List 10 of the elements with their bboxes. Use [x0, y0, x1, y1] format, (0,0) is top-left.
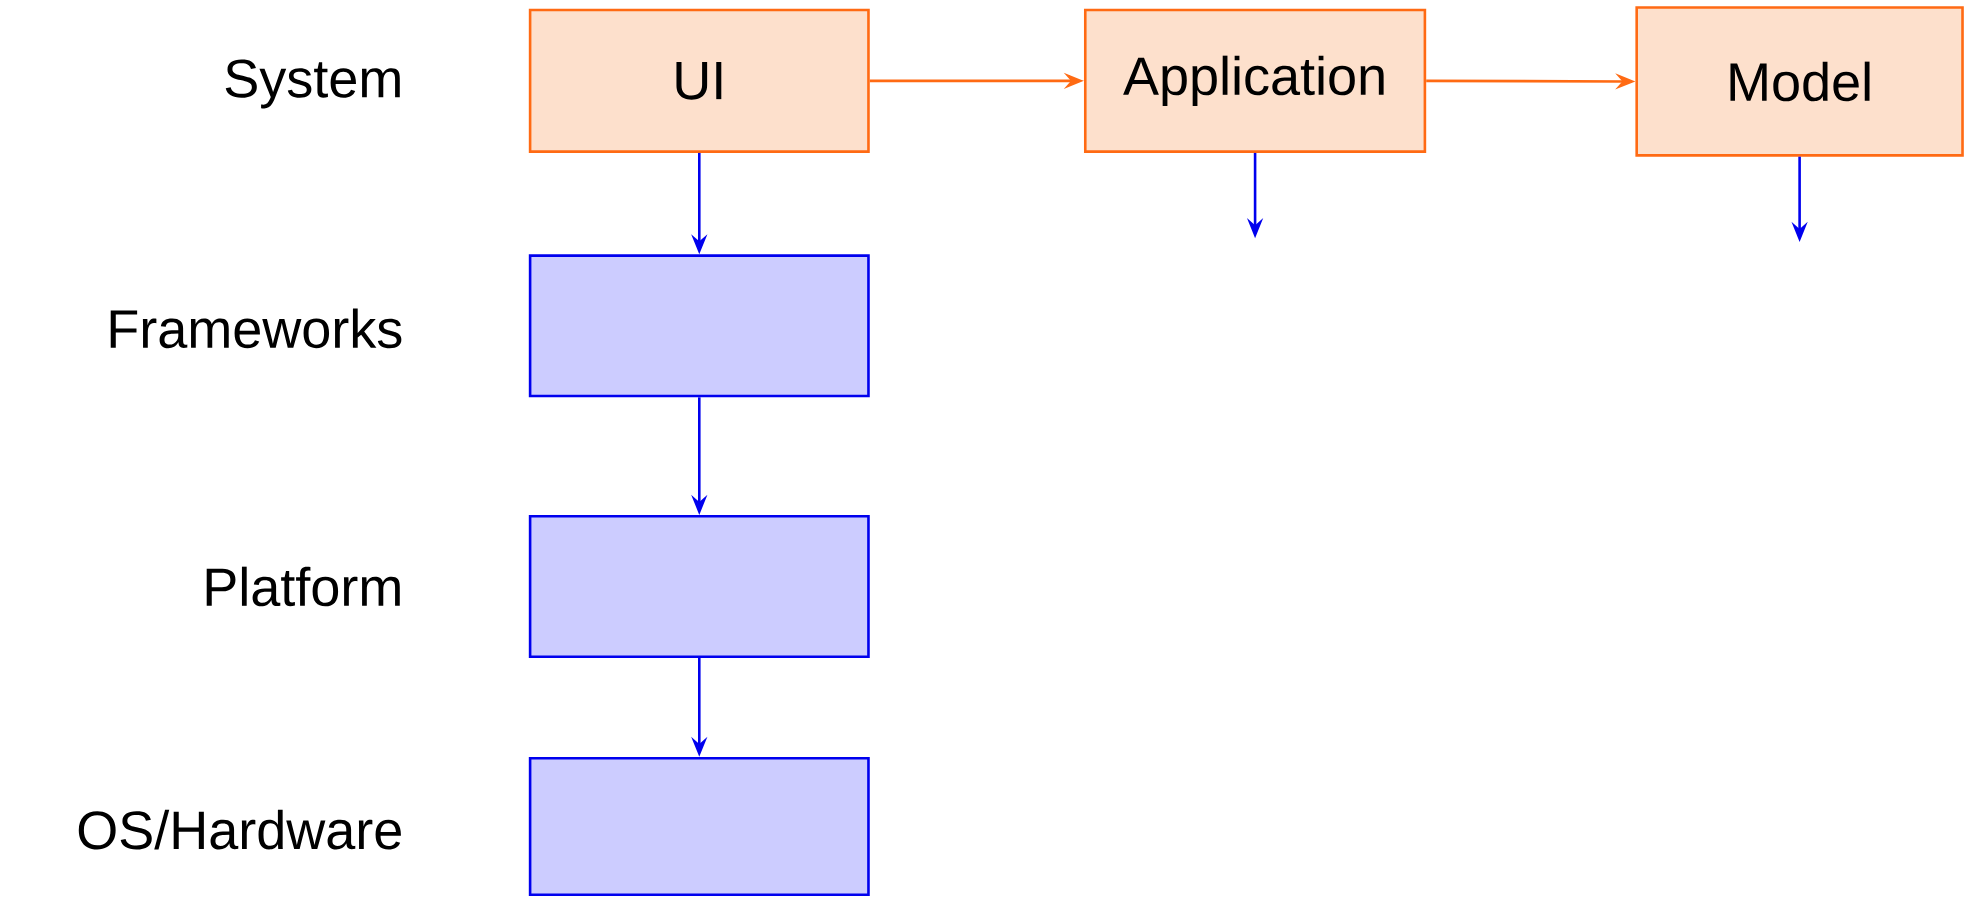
layer-label: System [225, 59, 400, 109]
process-box: Model [1635, 6, 1964, 157]
empty-box [528, 515, 870, 658]
process-box: Application [1084, 8, 1427, 153]
empty-box [528, 756, 870, 897]
process-box: UI [528, 8, 870, 153]
empty-box [528, 254, 870, 398]
layer-label: Frameworks [110, 308, 402, 349]
layer-label: Platform [206, 566, 400, 607]
layer-label: OS/Hardware [78, 809, 401, 850]
